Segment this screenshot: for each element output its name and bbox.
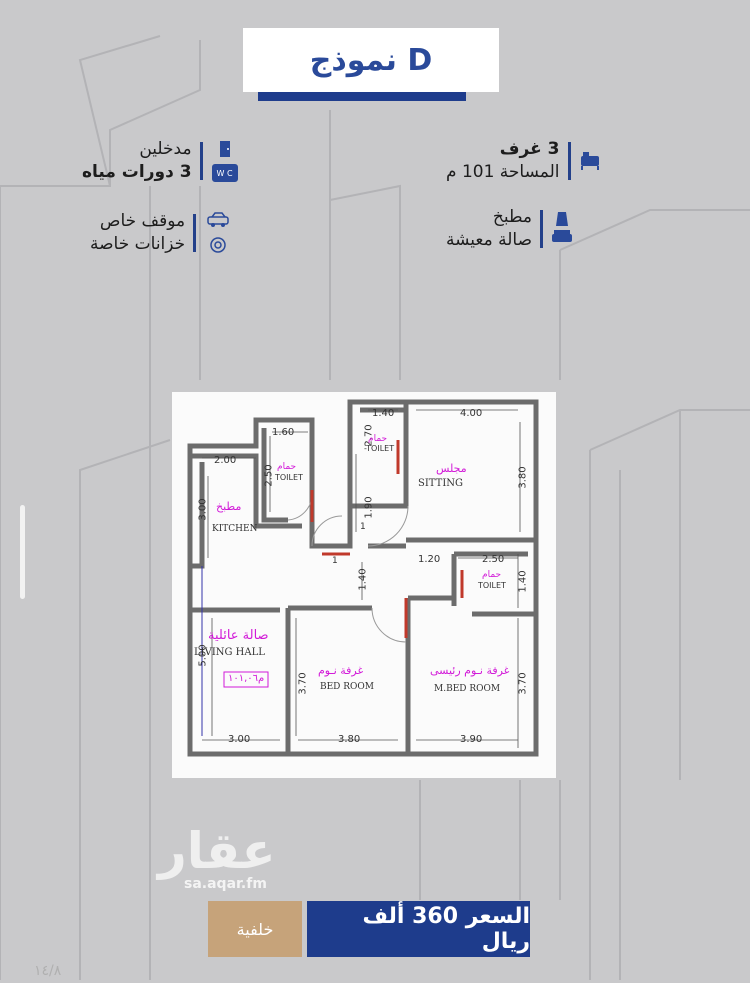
living-area-label: م١٠١,٠٦ <box>228 673 265 684</box>
dim-label: 2.50 <box>482 554 505 565</box>
rooms-text: 3 غرف <box>499 139 560 159</box>
room-label-ar: حمام <box>277 462 297 472</box>
dim-label: 2.50 <box>263 464 275 487</box>
area-text: المساحة 101 م <box>446 162 560 182</box>
room-label-ar: غرفة نـوم رئيسى <box>430 664 510 677</box>
page-number: ١٤/٨ <box>34 963 62 979</box>
dim-label: 3.70 <box>517 672 529 695</box>
room-label-ar: مجلس <box>436 462 467 475</box>
dim-label: 1.40 <box>517 570 529 593</box>
car-icon <box>207 212 229 227</box>
bed-icon <box>579 140 601 182</box>
background-button[interactable]: خلفية <box>208 901 302 957</box>
divider-bar <box>199 142 203 180</box>
floor-plan: 1.60 2.00 2.50 3.00 1.40 4.00 2.70 1.90 … <box>172 392 556 778</box>
bathrooms-text: 3 دورات مياه <box>82 162 192 182</box>
feature-kitchen-living: مطبخ صالة معيشة <box>446 206 573 252</box>
living-text: صالة معيشة <box>446 230 533 250</box>
feature-rooms-area: 3 غرف المساحة 101 م <box>446 138 601 184</box>
watermark-logo: عقار <box>158 822 276 880</box>
floor-plan-drawing <box>187 399 539 757</box>
door-number: 1 <box>332 556 338 566</box>
entrances-text: مدخلين <box>139 139 192 159</box>
dim-label: 1.60 <box>272 427 295 438</box>
dim-label: 3.90 <box>460 734 483 745</box>
dim-label: 3.70 <box>297 672 309 695</box>
model-title-text: نموذج D <box>309 42 433 78</box>
room-label-ar: مطبخ <box>216 500 242 513</box>
wc-icon: W C <box>211 164 238 182</box>
room-label-ar: حمام <box>368 434 388 444</box>
watermark-url: sa.aqar.fm <box>184 876 267 892</box>
feature-entrances-baths: مدخلين 3 دورات مياه W C <box>82 138 239 184</box>
room-label-en: -TOILET <box>364 444 395 453</box>
dim-label: 1.40 <box>357 568 369 591</box>
door-icon <box>219 141 230 157</box>
scroll-indicator[interactable] <box>20 505 25 599</box>
divider-bar <box>567 142 571 180</box>
feature-parking-tanks: موقف خاص خزانات خاصة <box>90 210 232 256</box>
tanks-text: خزانات خاصة <box>90 234 186 254</box>
room-label-en: TOILET <box>275 473 303 482</box>
dim-label: 3.00 <box>197 498 209 521</box>
sofa-icon <box>552 212 573 242</box>
room-label-en: LIVING HALL <box>194 647 265 658</box>
dim-label: 3.00 <box>228 734 251 745</box>
dim-label: 1.40 <box>372 408 395 419</box>
divider-bar <box>540 210 544 248</box>
room-label-en: TOILET <box>478 581 506 590</box>
door-number: 1 <box>360 522 366 532</box>
dim-label: 4.00 <box>460 408 483 419</box>
room-label-ar: حمام <box>482 570 502 580</box>
price-button[interactable]: السعر 360 ألف ريال <box>307 901 530 957</box>
room-label-en: M.BED ROOM <box>434 684 501 694</box>
tank-icon <box>210 237 226 253</box>
divider-bar <box>193 214 197 252</box>
model-title: نموذج D <box>243 28 499 92</box>
parking-text: موقف خاص <box>99 211 186 231</box>
dim-label: 2.00 <box>214 455 237 466</box>
room-label-en: BED ROOM <box>320 682 375 692</box>
room-label-ar: غرفة نـوم <box>318 664 364 677</box>
dim-label: 3.80 <box>517 466 529 489</box>
room-label-ar: صالة عائلية <box>208 628 269 643</box>
room-label-en: KITCHEN <box>212 524 258 534</box>
dim-label: 3.80 <box>338 734 361 745</box>
wc-icon-text: W C <box>216 168 233 178</box>
dim-label: 1.20 <box>418 554 441 565</box>
room-label-en: SITTING <box>418 478 464 489</box>
dim-label: 1.90 <box>363 496 375 519</box>
kitchen-text: مطبخ <box>492 207 533 227</box>
